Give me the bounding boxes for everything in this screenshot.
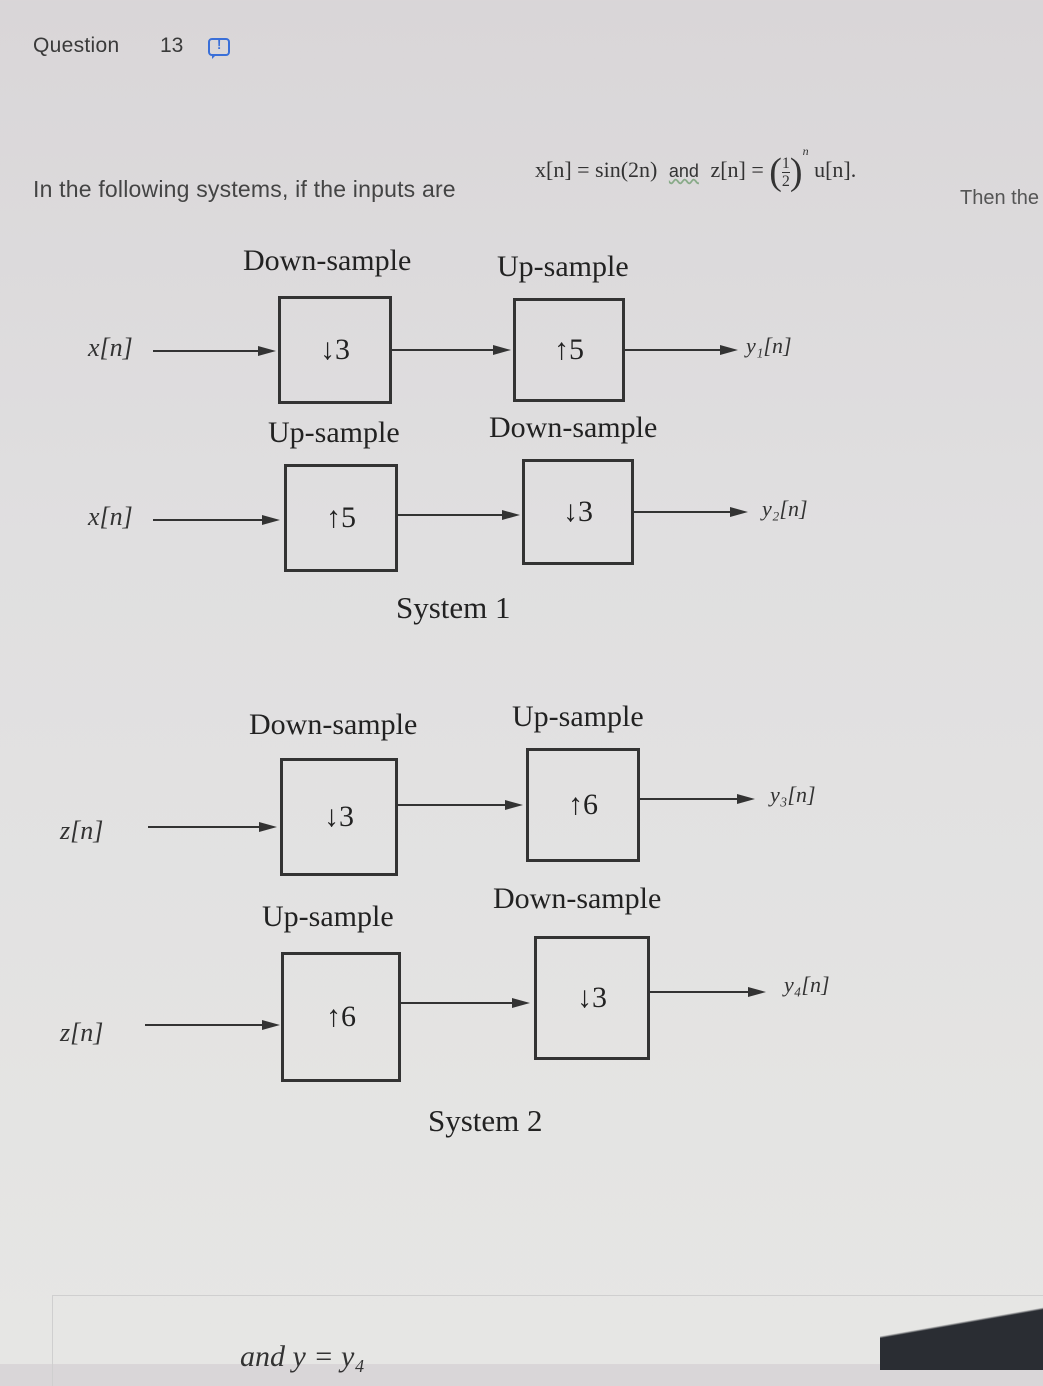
upsample-box: ↑5 (284, 464, 398, 572)
s2a-stage1-label: Down-sample (249, 708, 418, 741)
arrow-line (625, 349, 725, 351)
s1a-input: x[n] (88, 333, 133, 362)
s1b-input: x[n] (88, 502, 133, 531)
arrow-head-icon (512, 998, 530, 1008)
s1b-stage1-label: Up-sample (268, 416, 400, 449)
arrow-head-icon (748, 987, 766, 997)
answer-panel (52, 1295, 1043, 1386)
s2a-stage2-label: Up-sample (512, 700, 644, 733)
s2b-output: y₄[n] (784, 972, 830, 997)
exponent: n (802, 143, 809, 158)
report-issue-icon-tail (212, 54, 217, 59)
arrow-line (153, 350, 263, 352)
s2b-stage1-label: Up-sample (262, 900, 394, 933)
system1-caption: System 1 (396, 590, 511, 625)
arrow-line (401, 1002, 515, 1004)
question-number: 13 (160, 34, 184, 57)
arrow-head-icon (262, 515, 280, 525)
s1a-output: y₁[n] (746, 333, 792, 358)
s1b-stage2-label: Down-sample (489, 411, 658, 444)
upsample-box: ↑5 (513, 298, 625, 402)
arrow-line (392, 349, 497, 351)
upsample-box: ↑6 (281, 952, 401, 1082)
downsample-box: ↓3 (534, 936, 650, 1060)
arrow-head-icon (720, 345, 738, 355)
arrow-line (148, 826, 263, 828)
arrow-head-icon (505, 800, 523, 810)
answer-partial-text: and y = y₄ (240, 1340, 365, 1373)
s2a-output: y₃[n] (770, 782, 816, 807)
question-title: Question (33, 34, 120, 57)
and-word: and (668, 161, 699, 182)
prompt-continuation: Then the (960, 187, 1039, 209)
arrow-head-icon (493, 345, 511, 355)
arrow-head-icon (730, 507, 748, 517)
z-definition-lhs: z[n] = (710, 157, 764, 183)
s1a-stage1-label: Down-sample (243, 244, 412, 277)
arrow-line (398, 804, 508, 806)
s2b-input: z[n] (60, 1018, 104, 1047)
arrow-line (145, 1024, 265, 1026)
arrow-head-icon (502, 510, 520, 520)
open-paren: ( (769, 151, 782, 193)
downsample-box: ↓3 (522, 459, 634, 565)
arrow-line (650, 991, 750, 993)
arrow-head-icon (258, 346, 276, 356)
downsample-box: ↓3 (278, 296, 392, 404)
x-definition: x[n] = sin(2n) (535, 157, 658, 183)
screen-bezel (880, 1290, 1043, 1370)
s2b-stage2-label: Down-sample (493, 882, 662, 915)
arrow-line (640, 798, 740, 800)
arrow-head-icon (262, 1020, 280, 1030)
downsample-box: ↓3 (280, 758, 398, 876)
z-definition-rhs: u[n]. (814, 157, 857, 183)
arrow-line (153, 519, 265, 521)
system2-caption: System 2 (428, 1103, 543, 1138)
s2a-input: z[n] (60, 816, 104, 845)
arrow-head-icon (259, 822, 277, 832)
report-issue-icon[interactable] (208, 37, 230, 56)
arrow-line (398, 514, 506, 516)
prompt-intro: In the following systems, if the inputs … (33, 176, 456, 202)
upsample-box: ↑6 (526, 748, 640, 862)
close-paren: ) (789, 151, 803, 193)
s1a-stage2-label: Up-sample (497, 250, 629, 283)
arrow-head-icon (737, 794, 755, 804)
s1b-output: y₂[n] (762, 496, 808, 521)
arrow-line (634, 511, 734, 513)
